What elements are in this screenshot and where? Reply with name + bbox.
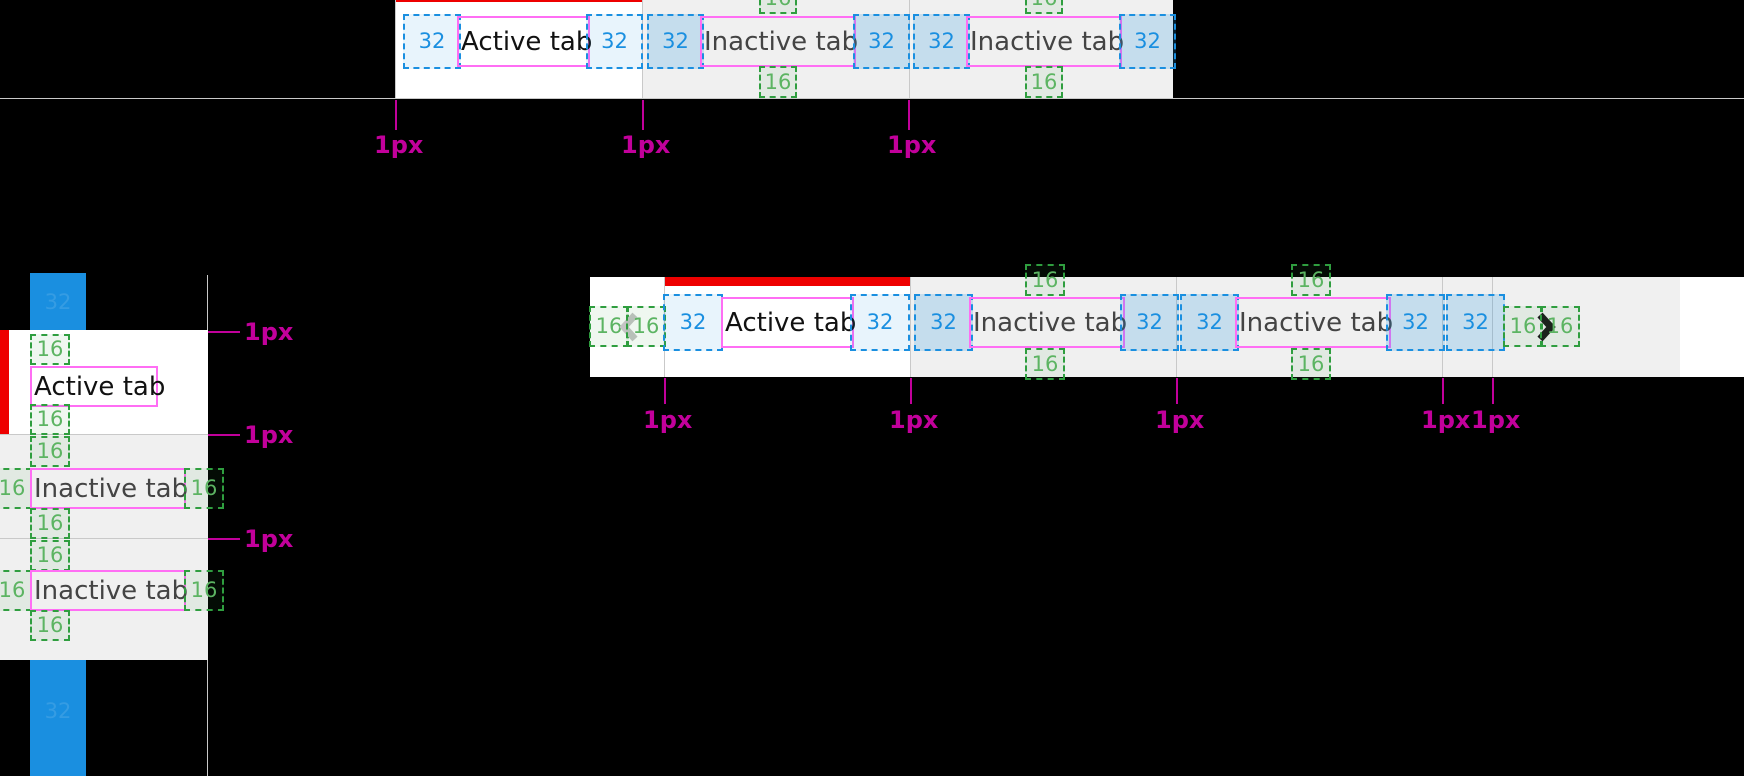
padding-left-32: 32: [647, 14, 704, 69]
divider-measure: 1px: [244, 525, 294, 553]
padding-left-32: 32: [914, 294, 973, 351]
padding-right-32: 32: [1119, 14, 1176, 69]
end-cap-32-bottom: 32: [30, 645, 86, 776]
active-tab-accent-bar: [665, 277, 910, 286]
tab-label: Inactive tab: [970, 26, 1125, 57]
scroll-left-padding-16: 16: [626, 306, 666, 347]
padding-bottom-16: 16: [759, 66, 797, 98]
padding-bottom-16: 16: [1025, 66, 1063, 98]
top-strip-baseline: [0, 98, 1744, 99]
scroll-right-surface: [1680, 277, 1744, 377]
divider-measure: 1px: [643, 406, 693, 434]
tab-divider: [1442, 277, 1443, 377]
padding-left-32: 32: [663, 294, 723, 351]
tab-divider: [910, 277, 911, 377]
row-divider: [0, 434, 208, 435]
tab-label: Active tab: [34, 371, 166, 402]
padding-left-16: 16: [0, 468, 32, 509]
padding-left-32: 32: [913, 14, 970, 69]
vertical-tab-active[interactable]: [0, 330, 208, 434]
chevron-left-icon[interactable]: [612, 305, 646, 349]
tab-label: Inactive tab: [704, 26, 859, 57]
tab-divider: [1176, 277, 1177, 377]
padding-top-16: 16: [30, 334, 70, 365]
scroll-right-padding-16: 16: [1503, 306, 1543, 347]
scroll-left-padding-16: 16: [589, 306, 629, 347]
active-tab-accent-bar: [395, 0, 643, 2]
divider-measure: 1px: [374, 131, 424, 159]
vertical-tab-inactive[interactable]: [0, 435, 208, 538]
divider-tick: [208, 538, 240, 540]
divider-measure: 1px: [244, 421, 294, 449]
tab-label-box[interactable]: Active tab: [457, 16, 593, 67]
padding-bottom-16: 16: [1291, 348, 1331, 380]
padding-top-16: 16: [30, 540, 70, 571]
divider-measure: 1px: [1421, 406, 1471, 434]
padding-right-32: 32: [1120, 294, 1179, 351]
tab-label: Inactive tab: [34, 473, 189, 504]
padding-left-16: 16: [0, 570, 32, 611]
divider-tick: [1492, 378, 1494, 404]
padding-right-32: 32: [586, 14, 643, 69]
tab-label: Active tab: [725, 307, 857, 338]
divider-measure: 1px: [1155, 406, 1205, 434]
padding-right-32: 32: [853, 14, 910, 69]
divider-tick: [910, 378, 912, 404]
tab-label: Inactive tab: [34, 575, 189, 606]
padding-bottom-16: 16: [1025, 348, 1065, 380]
padding-bottom-16: 16: [30, 610, 70, 641]
padding-top-16: 16: [1025, 0, 1063, 14]
tab-label-box[interactable]: Inactive tab: [969, 297, 1128, 348]
tab-label-box[interactable]: Inactive tab: [966, 16, 1125, 67]
padding-right-16: 16: [184, 468, 224, 509]
horizontal-tabs-scrollable-group: 16 16 32 Active tab 32 32 16 Inactive ta…: [589, 264, 1744, 380]
padding-right-16: 16: [184, 570, 224, 611]
padding-bottom-16: 16: [30, 404, 70, 435]
tab-label-box[interactable]: Inactive tab: [30, 468, 189, 509]
padding-top-16: 16: [1291, 264, 1331, 296]
divider-tick: [208, 331, 240, 333]
tab-label-box[interactable]: Inactive tab: [1235, 297, 1394, 348]
divider-measure: 1px: [244, 318, 294, 346]
active-tab-accent-bar: [0, 330, 9, 434]
divider-tick: [395, 100, 397, 130]
divider-measure: 1px: [1471, 406, 1521, 434]
divider-tick: [908, 100, 910, 130]
tab-label-box[interactable]: Active tab: [30, 366, 165, 407]
tab-label: Active tab: [461, 26, 593, 57]
tab-label-box[interactable]: Active tab: [721, 297, 857, 348]
padding-top-16: 16: [30, 436, 70, 467]
padding-trailing-32: 32: [1446, 294, 1505, 351]
tab-label: Inactive tab: [973, 307, 1128, 338]
tab-label: Inactive tab: [1239, 307, 1394, 338]
divider-tick: [208, 434, 240, 436]
padding-left-32: 32: [403, 14, 461, 69]
tab-divider: [1492, 277, 1493, 377]
padding-right-32: 32: [1386, 294, 1445, 351]
divider-tick: [1176, 378, 1178, 404]
scroll-right-padding-16: 16: [1540, 306, 1580, 347]
end-cap-32-top: 32: [30, 273, 86, 331]
divider-measure: 1px: [887, 131, 937, 159]
padding-right-32: 32: [850, 294, 910, 351]
divider-tick: [1442, 378, 1444, 404]
padding-left-32: 32: [1180, 294, 1239, 351]
active-tab-surface[interactable]: [665, 277, 910, 377]
divider-tick: [664, 378, 666, 404]
tab-label-box[interactable]: Inactive tab: [700, 16, 859, 67]
tab-label-box[interactable]: Inactive tab: [30, 570, 189, 611]
row-divider: [0, 538, 208, 539]
padding-top-16: 16: [759, 0, 797, 14]
padding-bottom-16: 16: [30, 508, 70, 539]
divider-measure: 1px: [621, 131, 671, 159]
divider-measure: 1px: [889, 406, 939, 434]
divider-tick: [642, 100, 644, 130]
tab-divider: [395, 0, 396, 98]
vertical-tabs-left-group: [0, 330, 208, 660]
padding-top-16: 16: [1025, 264, 1065, 296]
chevron-right-icon[interactable]: [1528, 305, 1562, 349]
horizontal-tabs-top-group: 32 Active tab 32 32 16 Inactive tab 16 3…: [395, 0, 1176, 98]
